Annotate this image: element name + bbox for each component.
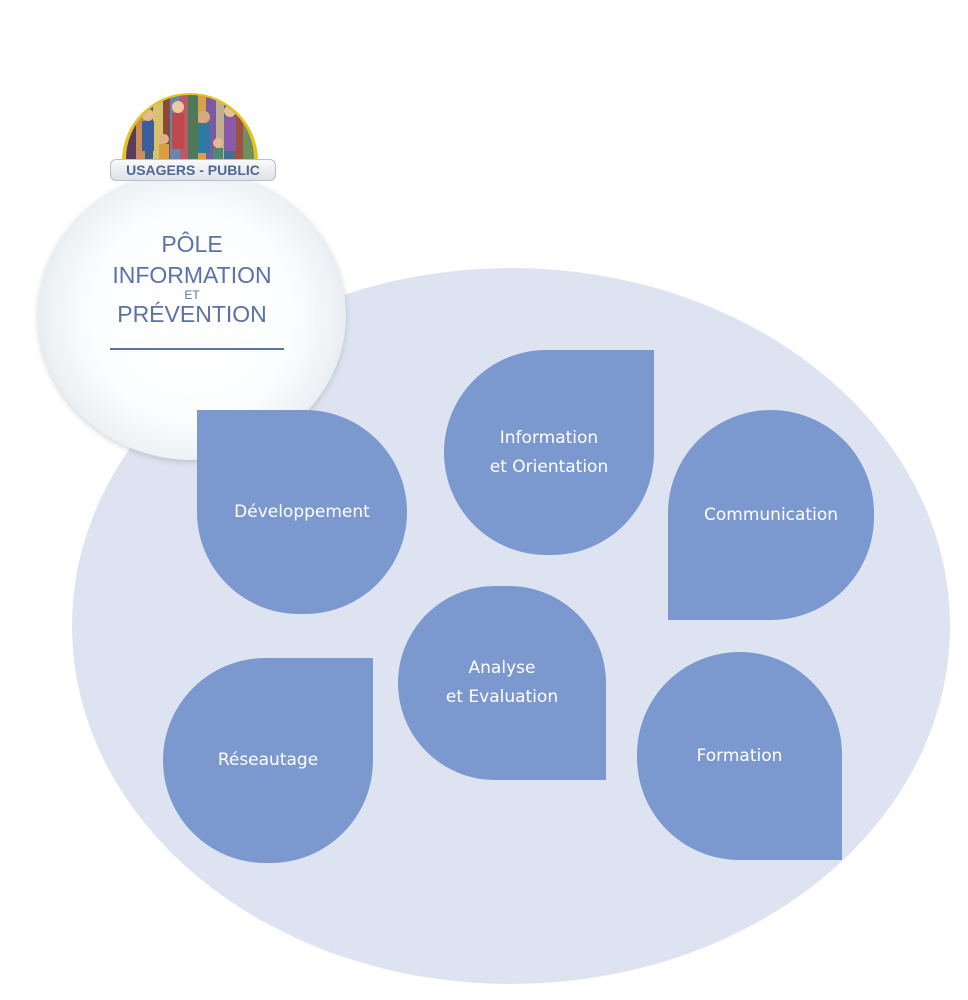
petal-reseautage-label: Réseautage (217, 750, 319, 770)
hub-title-line4: PRÉVENTION (117, 300, 267, 327)
petal-developpement-label: Développement (234, 501, 370, 522)
petal-analyse-label-line2: et Evaluation (445, 687, 559, 707)
petal-communication[interactable]: Communication (668, 410, 874, 620)
hub-title-line2: INFORMATION (112, 262, 272, 289)
hub-title: PÔLE INFORMATION ET PRÉVENTION (38, 232, 346, 326)
badge-label: USAGERS - PUBLIC (110, 159, 276, 181)
hub-underline (110, 348, 284, 350)
petal-developpement[interactable]: Développement (197, 410, 407, 614)
hub-title-line3: ET (184, 288, 200, 303)
petal-information-label-line1: Information (499, 427, 599, 448)
petal-formation-label: Formation (696, 745, 783, 766)
petal-information-label-line2: et Orientation (489, 456, 609, 477)
petal-communication-label: Communication (704, 504, 838, 525)
people-painting-icon (120, 55, 260, 167)
petal-analyse-label-line1: Analyse (468, 658, 536, 678)
hub-title-line1: PÔLE (161, 231, 223, 257)
petal-analyse[interactable]: Analyse et Evaluation (398, 586, 606, 780)
petal-information[interactable]: Information et Orientation (444, 350, 654, 555)
petal-formation[interactable]: Formation (637, 652, 842, 860)
petal-reseautage[interactable]: Réseautage (163, 658, 373, 863)
